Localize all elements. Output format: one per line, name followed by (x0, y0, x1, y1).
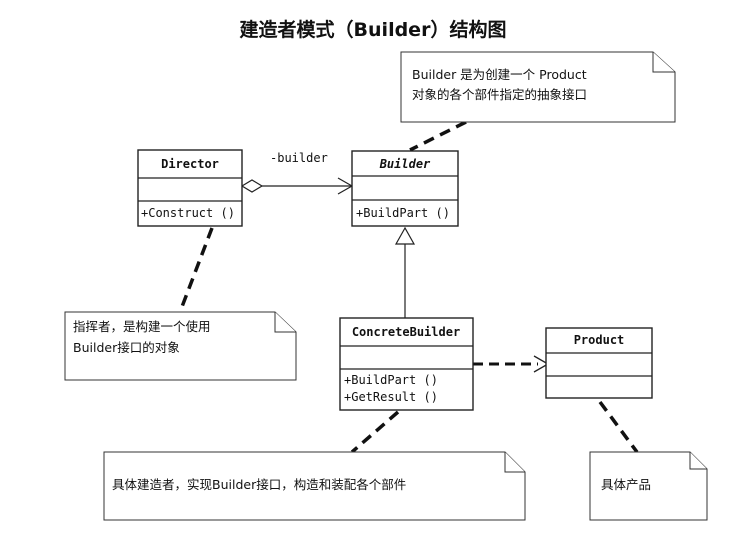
director-note-line-2: Builder接口的对象 (73, 340, 180, 355)
generalization-arrow (394, 226, 416, 318)
note-director: 指挥者，是构建一个使用 Builder接口的对象 (64, 311, 297, 381)
builder-note-anchor (409, 120, 467, 152)
director-method-construct: +Construct () (141, 206, 235, 220)
dependency-arrow (473, 355, 550, 373)
class-director[interactable]: Director +Construct () (137, 149, 243, 227)
builder-role-label: -builder (270, 151, 328, 165)
director-note-line-1: 指挥者，是构建一个使用 (73, 319, 211, 334)
class-builder[interactable]: Builder +BuildPart () (351, 150, 459, 227)
note-builder: Builder 是为创建一个 Product 对象的各个部件指定的抽象接口 (400, 51, 676, 123)
product-note-anchor (598, 400, 639, 454)
class-concrete-builder[interactable]: ConcreteBuilder +BuildPart () +GetResult… (339, 317, 474, 411)
builder-method-buildpart: +BuildPart () (356, 206, 450, 220)
concrete-builder-note-anchor (350, 410, 400, 454)
concrete-builder-method-getresult: +GetResult () (344, 390, 438, 404)
product-name: Product (574, 333, 625, 347)
concrete-builder-method-buildpart: +BuildPart () (344, 373, 438, 387)
diagram-title: 建造者模式（Builder）结构图 (240, 18, 507, 41)
builder-name: Builder (379, 157, 431, 171)
director-name: Director (161, 157, 219, 171)
concrete-builder-note-line-1: 具体建造者，实现Builder接口，构造和装配各个部件 (112, 477, 406, 492)
builder-note-line-2: 对象的各个部件指定的抽象接口 (412, 87, 587, 102)
director-note-anchor (178, 227, 214, 313)
concrete-builder-name: ConcreteBuilder (352, 325, 460, 339)
note-concrete-builder: 具体建造者，实现Builder接口，构造和装配各个部件 (103, 451, 526, 521)
aggregation-association (240, 177, 354, 195)
product-note-line-1: 具体产品 (601, 477, 651, 492)
class-product[interactable]: Product (545, 327, 653, 399)
builder-note-line-1: Builder 是为创建一个 Product (412, 67, 587, 82)
note-product: 具体产品 (589, 451, 708, 521)
